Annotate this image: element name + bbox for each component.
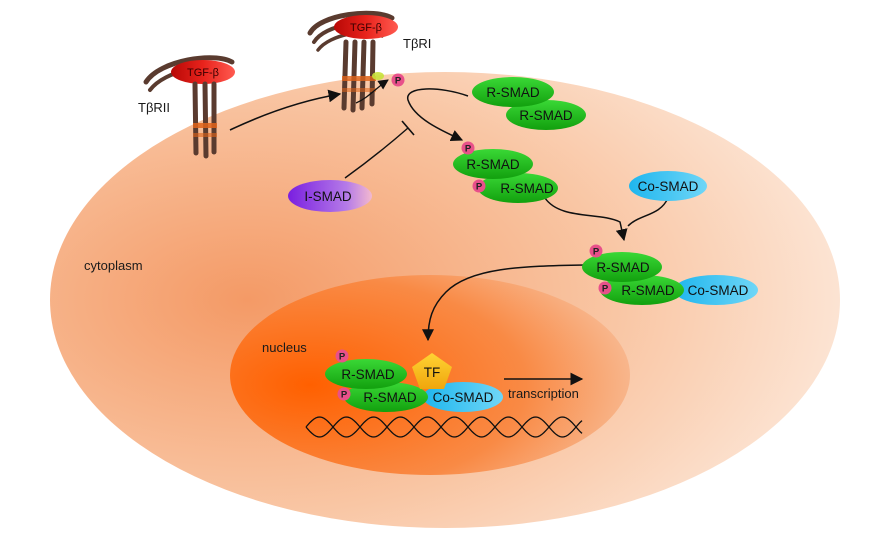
svg-text:P: P: [593, 247, 600, 258]
ismad: I-SMAD: [288, 180, 372, 212]
svg-text:P: P: [465, 144, 472, 155]
phospho-nuclear-2: P: [337, 387, 351, 401]
svg-text:Co-SMAD: Co-SMAD: [433, 390, 494, 405]
arrow-phospho-transfer: [355, 79, 389, 104]
phospho-rsmad-2: P: [472, 179, 486, 193]
svg-text:P: P: [602, 284, 609, 295]
rsmad-nuclear-2: R-SMAD: [344, 382, 428, 412]
rsmad-phospho-1: R-SMAD: [453, 149, 533, 179]
tgf-beta-ligand-right: [334, 15, 398, 39]
cosmad-nuclear: Co-SMAD: [423, 382, 503, 412]
svg-text:R-SMAD: R-SMAD: [621, 283, 674, 298]
rsmad-nuclear-1: R-SMAD: [325, 359, 407, 389]
svg-text:R-SMAD: R-SMAD: [466, 157, 519, 172]
tgf-beta-label-right: TGF-β: [350, 22, 382, 34]
dna-helix: [305, 416, 583, 438]
cosmad-complex: Co-SMAD: [674, 275, 758, 305]
arrow-nuclear-import: [422, 264, 586, 342]
svg-text:Co-SMAD: Co-SMAD: [638, 179, 699, 194]
phospho-complex-1: P: [589, 244, 603, 258]
svg-text:P: P: [476, 182, 483, 193]
tbri-label: TβRI: [403, 36, 431, 51]
phospho-rsmad-1: P: [461, 141, 475, 155]
transcription-label: transcription: [508, 386, 579, 401]
arrow-cosmad-join: [627, 197, 669, 227]
rsmad-inactive-1: R-SMAD: [472, 77, 554, 107]
rsmad-complex-2: R-SMAD: [600, 275, 684, 305]
tbri-receptor: TGF-β: [307, 10, 398, 113]
transcription-factor: TF: [412, 353, 452, 389]
svg-text:R-SMAD: R-SMAD: [486, 85, 539, 100]
tbrii-label: TβRII: [138, 100, 170, 115]
svg-text:R-SMAD: R-SMAD: [500, 181, 553, 196]
arrow-receptor-activation: [229, 89, 342, 131]
tgf-beta-label-left: TGF-β: [187, 67, 219, 79]
cytoplasm-label: cytoplasm: [84, 258, 143, 273]
svg-text:R-SMAD: R-SMAD: [341, 367, 394, 382]
tgf-beta-ligand-left: [171, 60, 235, 84]
svg-text:I-SMAD: I-SMAD: [304, 189, 352, 204]
svg-text:Co-SMAD: Co-SMAD: [688, 283, 749, 298]
svg-text:P: P: [395, 76, 402, 87]
svg-text:R-SMAD: R-SMAD: [596, 260, 649, 275]
rsmad-phospho-2: R-SMAD: [478, 173, 558, 203]
svg-text:P: P: [339, 352, 346, 363]
rsmad-inactive-2: R-SMAD: [506, 100, 586, 130]
phospho-complex-2: P: [598, 281, 612, 295]
arrow-to-complex: [544, 197, 628, 242]
phospho-nuclear-1: P: [335, 349, 349, 363]
arrow-rsmad-phosphorylation: [407, 88, 469, 141]
ismad-inhibition-line: [344, 127, 409, 179]
ismad-inhibition-bar: [401, 120, 415, 136]
svg-text:P: P: [341, 390, 348, 401]
cosmad-free: Co-SMAD: [629, 171, 707, 201]
tbrii-receptor: TGF-β: [143, 55, 235, 159]
phospho-receptor: P: [391, 73, 405, 87]
nucleus-label: nucleus: [262, 340, 307, 355]
rsmad-complex-1: R-SMAD: [582, 252, 662, 282]
svg-text:TF: TF: [424, 365, 441, 380]
svg-text:R-SMAD: R-SMAD: [363, 390, 416, 405]
svg-text:R-SMAD: R-SMAD: [519, 108, 572, 123]
